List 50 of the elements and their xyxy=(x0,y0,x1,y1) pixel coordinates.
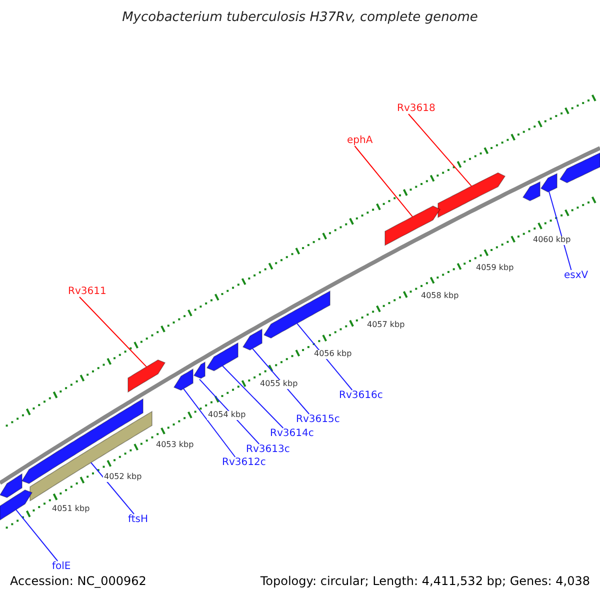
gene-feature xyxy=(0,474,22,498)
leader-line xyxy=(252,348,310,414)
gene-feature xyxy=(128,360,166,392)
gene-feature xyxy=(522,181,540,202)
gene-feature xyxy=(540,173,558,192)
leader-line xyxy=(222,365,284,428)
gene-feature xyxy=(206,342,238,372)
gene-feature xyxy=(0,490,33,521)
scale-label: 4052 kbp xyxy=(103,473,143,482)
leader-line xyxy=(183,388,236,458)
gene-feature xyxy=(193,361,206,379)
scale-label: 4051 kbp xyxy=(51,505,91,514)
gene-label: Rv3614c xyxy=(270,428,314,439)
scale-label: 4059 kbp xyxy=(475,264,515,273)
scale-label: 4053 kbp xyxy=(155,441,195,450)
scale-label: 4057 kbp xyxy=(366,321,406,330)
footer-text: Accession: NC_000962 xyxy=(10,575,146,588)
leader-line xyxy=(79,296,147,368)
gene-label: esxV xyxy=(564,270,588,281)
leader-line xyxy=(90,462,134,514)
gene-label: Rv3618 xyxy=(397,103,436,114)
leader-line xyxy=(16,509,58,562)
gene-label: Rv3613c xyxy=(246,444,290,455)
scale-label: 4058 kbp xyxy=(420,292,460,301)
footer-text: Topology: circular; Length: 4,411,532 bp; Genes: 4,038 xyxy=(260,575,590,588)
leader-line xyxy=(296,322,353,390)
scale-label: 4055 kbp xyxy=(259,380,299,389)
gene-feature xyxy=(21,398,144,484)
scale-label: 4056 kbp xyxy=(313,350,353,359)
gene-feature xyxy=(173,368,194,391)
gene-label: Rv3616c xyxy=(339,390,383,401)
gene-feature xyxy=(263,290,330,339)
scale-label: 4054 kbp xyxy=(207,411,247,420)
leader-line xyxy=(548,191,572,270)
gene-label: folE xyxy=(52,561,71,572)
gene-feature xyxy=(559,152,600,184)
title: Mycobacterium tuberculosis H37Rv, complete genome xyxy=(121,10,479,25)
gene-feature xyxy=(438,172,506,218)
leader-line xyxy=(199,378,260,444)
scale-label: 4060 kbp xyxy=(532,236,572,245)
gene-feature xyxy=(384,206,441,246)
leader-line xyxy=(354,146,413,218)
gene-feature xyxy=(30,410,152,502)
gene-feature xyxy=(242,328,262,350)
leader-line xyxy=(408,114,472,187)
gene-label: Rv3615c xyxy=(296,414,340,425)
gene-label: ephA xyxy=(347,135,373,146)
gene-label: ftsH xyxy=(128,514,148,525)
gene-label: Rv3612c xyxy=(222,457,266,468)
gene-label: Rv3611 xyxy=(68,286,106,297)
